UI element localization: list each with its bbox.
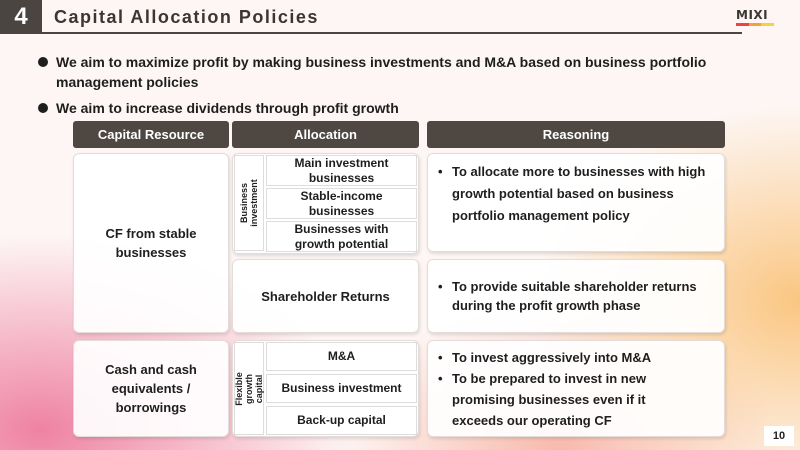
logo-color-bar [736,23,775,26]
header-allocation: Allocation [232,121,419,148]
allocation-backup-capital: Back-up capital [266,406,417,435]
reason-box-shareholder-returns: To provide suitable shareholder returns … [427,259,725,333]
allocation-shareholder-returns: Shareholder Returns [232,259,419,333]
allocation-ma: M&A [266,342,417,371]
allocation-main-investment: Main investment businesses [266,155,417,186]
bullet-item: We aim to increase dividends through pro… [38,98,778,118]
reason-box-flexible-capital: To invest aggressively into M&A To be pr… [427,340,725,437]
mixi-logo: MIXI [736,8,775,26]
page-number: 10 [764,426,794,446]
logo-text: MIXI [736,8,769,22]
slide-header: 4 Capital Allocation Policies MIXI [0,0,800,34]
reason-list: To provide suitable shareholder returns … [438,277,722,315]
resource-cf-stable: CF from stable businesses [73,153,229,333]
header-reasoning: Reasoning [427,121,725,148]
reason-box-business-investment: To allocate more to businesses with high… [427,153,725,252]
business-investment-label: Business investment [234,155,264,251]
page-title: Capital Allocation Policies [54,7,319,27]
reason-list: To allocate more to businesses with high… [438,161,708,227]
bullet-dot-icon [38,57,48,67]
allocation-business-investment: Business investment [266,374,417,403]
resource-label: CF from stable businesses [105,226,197,260]
reason-item: To provide suitable shareholder returns … [438,277,722,315]
title-underline [42,32,742,34]
header-capital-resource: Capital Resource [73,121,229,148]
section-number: 4 [0,0,42,34]
resource-cash-borrowings: Cash and cash equivalents / borrowings [73,340,229,437]
reason-item: To invest aggressively into M&A [438,347,678,368]
bullet-text: We aim to increase dividends through pro… [56,100,399,116]
reason-item: To be prepared to invest in new promisin… [438,368,678,431]
bullet-item: We aim to maximize profit by making busi… [38,52,778,92]
reason-list: To invest aggressively into M&A To be pr… [438,347,678,431]
bullet-dot-icon [38,103,48,113]
flexible-growth-capital-label: Flexible growth capital [234,342,264,435]
bullet-text: We aim to maximize profit by making busi… [56,54,707,90]
allocation-growth-potential: Businesses with growth potential [266,221,417,252]
allocation-stable-income: Stable-income businesses [266,188,417,219]
reason-item: To allocate more to businesses with high… [438,161,708,227]
resource-label: Cash and cash equivalents / borrowings [105,362,197,415]
